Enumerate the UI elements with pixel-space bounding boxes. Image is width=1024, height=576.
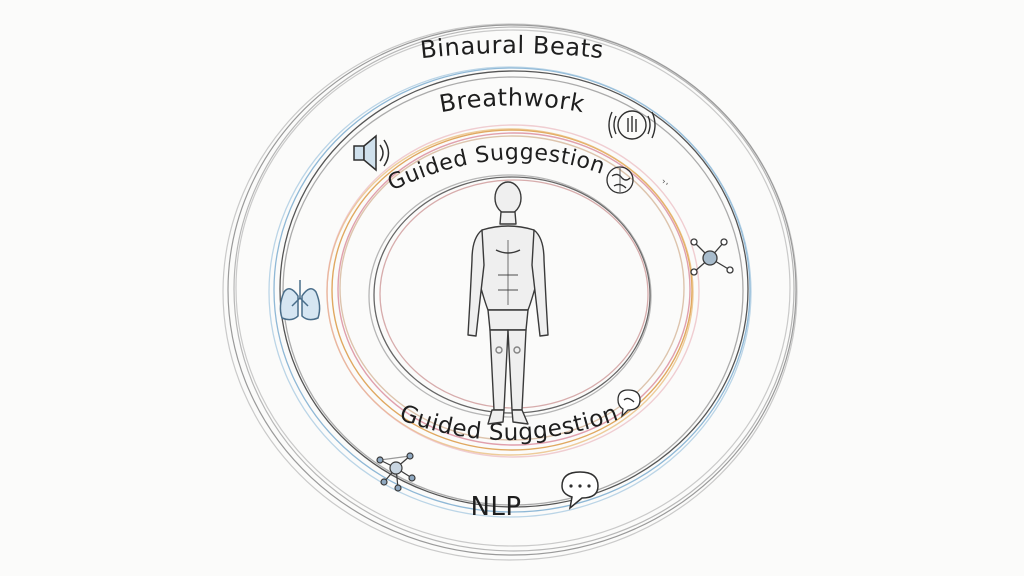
speaker-icon xyxy=(353,134,390,172)
network-icon xyxy=(690,238,734,276)
brain-icon xyxy=(606,166,634,194)
network-bottom-icon xyxy=(376,452,416,492)
ring-label-nlp: NLP xyxy=(470,492,521,522)
hand-sound-icon xyxy=(608,110,656,140)
speech-bubble-ellipsis-icon xyxy=(561,471,599,510)
outer-ring xyxy=(222,23,798,561)
ring-label-binaural: Binaural Beats xyxy=(419,31,605,64)
inner-ring xyxy=(368,174,652,418)
tick-mark: ›, xyxy=(662,177,668,187)
human-figure xyxy=(467,181,549,425)
lungs-icon xyxy=(279,280,321,321)
third-ring xyxy=(326,124,700,458)
speech-bubble-icon xyxy=(617,389,641,418)
second-ring xyxy=(268,66,752,518)
ring-label-breathwork: Breathwork xyxy=(437,83,587,118)
